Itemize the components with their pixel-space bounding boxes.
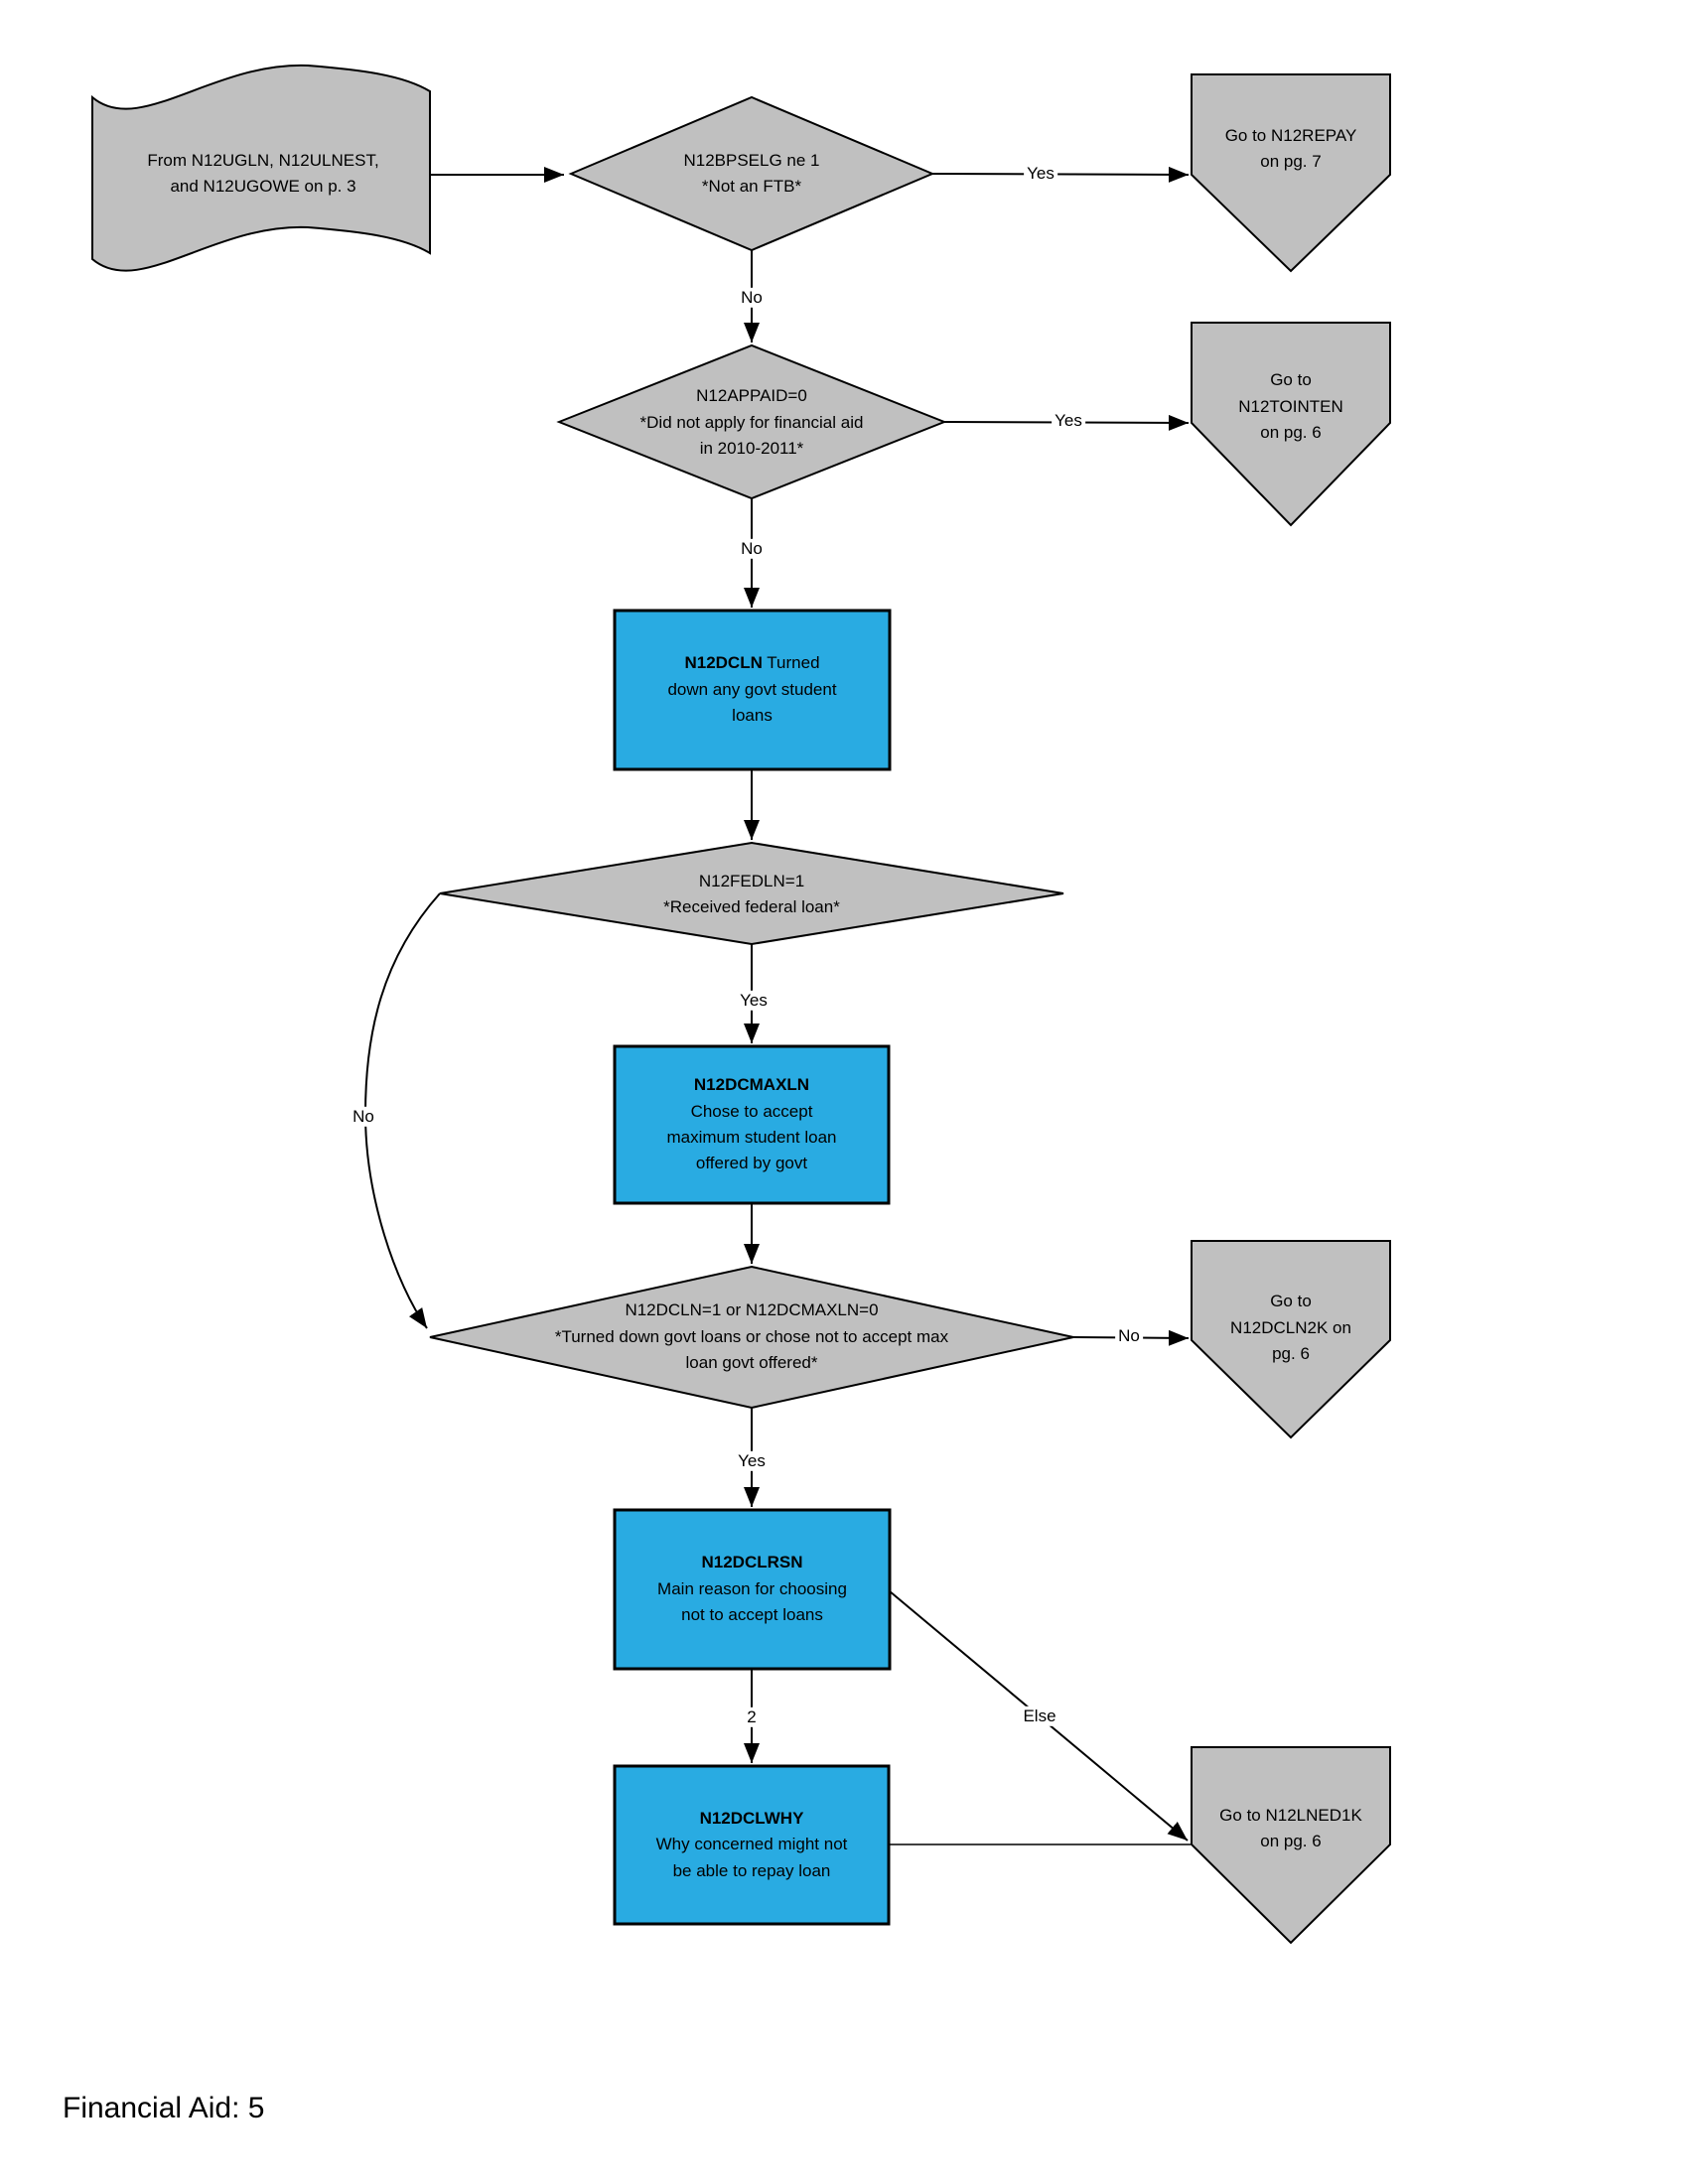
decision-appaid-shape: [556, 343, 947, 500]
offpage-tointen-shape: [1191, 322, 1391, 527]
label-decision-no: No: [1115, 1325, 1143, 1347]
start-flag-shape: [91, 64, 431, 272]
offpage-dcln2k-shape: [1191, 1240, 1391, 1439]
offpage-lned1k-shape: [1191, 1746, 1391, 1945]
label-dclrsn-2: 2: [744, 1706, 760, 1728]
decision-fedln-shape: [439, 841, 1064, 946]
offpage-repay-shape: [1191, 73, 1391, 273]
label-decision-yes: Yes: [735, 1450, 769, 1472]
page-footer: Financial Aid: 5: [63, 2092, 265, 2124]
process-dclrsn-shape: [613, 1508, 892, 1671]
label-appaid-no: No: [738, 538, 766, 560]
label-appaid-yes: Yes: [1052, 410, 1085, 432]
edge-bpselg-yes-to-repay: [931, 166, 1190, 183]
label-fedln-no: No: [350, 1106, 377, 1128]
process-dcln-shape: [613, 609, 892, 771]
decision-dcln-dcmaxln-shape: [429, 1265, 1074, 1410]
label-fedln-yes: Yes: [737, 990, 771, 1012]
label-dclrsn-else: Else: [1020, 1706, 1059, 1727]
process-dclwhy-shape: [613, 1764, 891, 1926]
label-bpselg-no: No: [738, 287, 766, 309]
process-dcmaxln-shape: [613, 1044, 891, 1205]
decision-bpselg-shape: [568, 95, 935, 252]
label-bpselg-yes: Yes: [1024, 163, 1057, 185]
